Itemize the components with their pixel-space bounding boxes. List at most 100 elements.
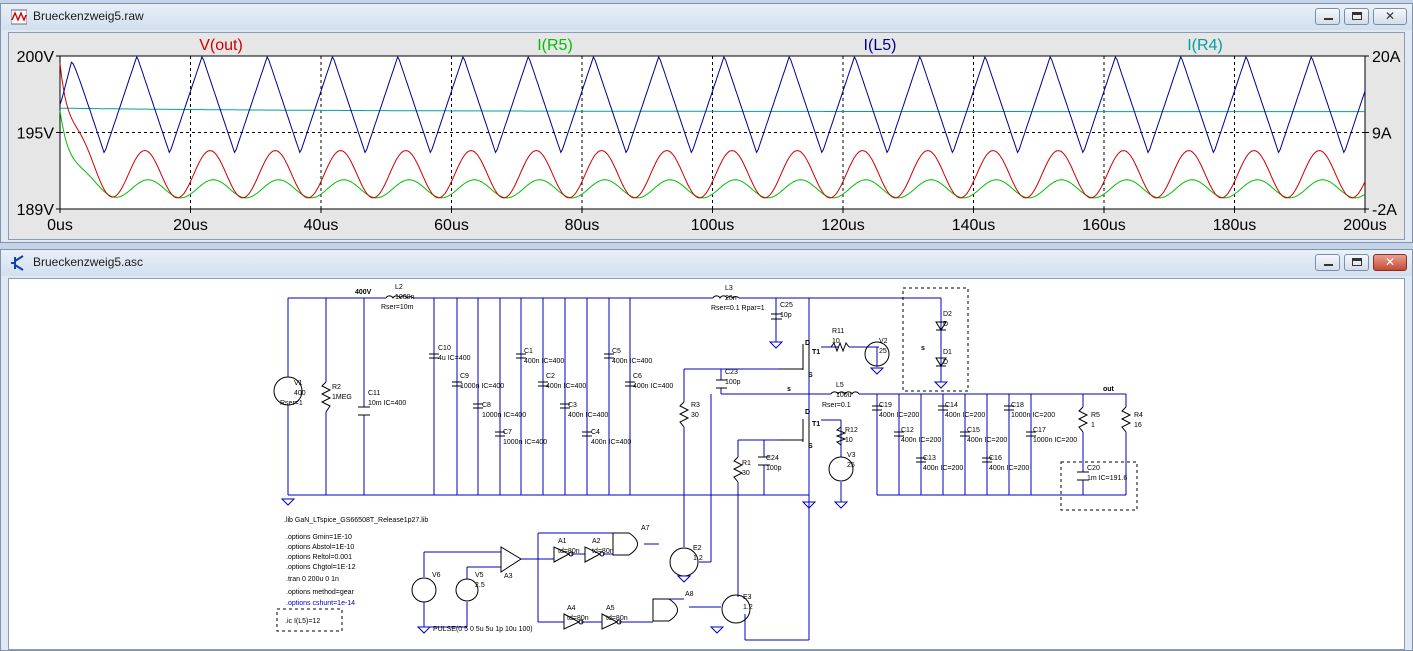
component-value-c15: 400n IC=200 <box>967 437 1007 444</box>
component-value-c7: 1000n IC=400 <box>503 439 547 446</box>
schematic-close-button[interactable]: ✕ <box>1373 254 1407 271</box>
legend[interactable]: V(out) I(R5) I(L5) I(R4) <box>199 37 1223 54</box>
component-value-r3: 30 <box>691 412 699 419</box>
component-ref-c12: C12 <box>901 427 914 434</box>
series-vout <box>59 63 1366 199</box>
ground-icon <box>833 501 849 509</box>
gate-a7[interactable] <box>612 532 638 556</box>
component-value-c19: 400n IC=200 <box>879 412 919 419</box>
diode-d2[interactable] <box>935 321 947 331</box>
buffer-a2[interactable] <box>584 546 605 563</box>
legend-entry[interactable]: I(R5) <box>537 37 573 54</box>
component-ref-r3: R3 <box>691 402 700 409</box>
inductor-l2[interactable] <box>385 295 414 300</box>
schematic-minimize-button[interactable] <box>1315 254 1340 271</box>
schematic-drawing[interactable]: 400V out s T1 T1 s D S D S V1400Rser=1R2… <box>9 279 1405 650</box>
legend-entry[interactable]: I(R4) <box>1187 37 1223 54</box>
x-tick-label: 100us <box>691 217 735 234</box>
component-ref-e3: E3 <box>743 594 752 601</box>
schematic-window[interactable]: Brueckenzweig5.asc ✕ <box>0 249 1413 651</box>
component-ref-c7: C7 <box>503 429 512 436</box>
component-ref-c18: C18 <box>1011 402 1024 409</box>
inductor-l3[interactable] <box>712 295 740 300</box>
component-ref-c19: C19 <box>879 402 892 409</box>
component-ref-d1: D1 <box>943 349 952 356</box>
resistor-r1[interactable] <box>732 456 744 483</box>
resistor-r5[interactable] <box>1077 406 1089 433</box>
component-ref-v5: V5 <box>475 572 484 579</box>
waveform-close-button[interactable]: ✕ <box>1373 8 1407 25</box>
component-value-c17: 1000n IC=200 <box>1033 437 1077 444</box>
grid <box>60 56 1365 209</box>
component-value-c25: 10p <box>780 312 792 319</box>
component-extra-l3: Rser=0.1 Rpar=1 <box>711 305 765 312</box>
source-e2[interactable] <box>669 547 699 577</box>
inductor-l5[interactable] <box>830 391 860 396</box>
buffer-a5[interactable] <box>601 613 622 630</box>
schematic-maximize-button[interactable] <box>1344 254 1369 271</box>
ground-symbols <box>280 341 949 634</box>
resistor-r3[interactable] <box>678 401 690 428</box>
source-v2[interactable] <box>864 341 890 367</box>
component-ref-c2: C2 <box>546 373 555 380</box>
y-tick-label-left: 195V <box>17 126 55 143</box>
diode-d1[interactable] <box>935 357 947 367</box>
x-tick-label: 160us <box>1082 217 1126 234</box>
spice-directives: .lib GaN_LTspice_GS66508T_Release1p27.li… <box>284 517 533 633</box>
component-value-e2: 1.2 <box>693 555 703 562</box>
pin-s-high: S <box>808 372 813 379</box>
resistor-r2[interactable] <box>320 381 332 413</box>
component-value-r12: 10 <box>845 437 853 444</box>
minimize-icon <box>1324 18 1333 20</box>
component-value-r5: 1 <box>1091 422 1095 429</box>
gate-a8[interactable] <box>652 598 678 622</box>
buffer-a1[interactable] <box>553 546 574 563</box>
net-labels: 400V out s T1 T1 s D S D S <box>355 289 1115 450</box>
schematic-titlebar[interactable]: Brueckenzweig5.asc ✕ <box>1 250 1412 276</box>
x-tick-label: 180us <box>1213 217 1257 234</box>
close-icon: ✕ <box>1384 9 1396 23</box>
legend-entry[interactable]: I(L5) <box>864 37 897 54</box>
component-value-c4: 400n IC=400 <box>591 439 631 446</box>
waveform-minimize-button[interactable] <box>1315 8 1340 25</box>
ground-icon <box>280 498 296 506</box>
component-ref-c15: C15 <box>967 427 980 434</box>
transistor-t1-low[interactable] <box>779 417 810 444</box>
waveform-maximize-button[interactable] <box>1344 8 1369 25</box>
component-value-e3: 1.2 <box>743 604 753 611</box>
component-value-r1: 30 <box>742 470 750 477</box>
ground-icon <box>933 381 949 389</box>
component-ref-a5: A5 <box>606 605 615 612</box>
series-il5 <box>59 55 1366 154</box>
pin-d-high: D <box>805 340 810 347</box>
component-value-a5: td=80n <box>606 615 628 622</box>
component-value-d1: D <box>943 359 948 366</box>
component-ref-r5: R5 <box>1091 412 1100 419</box>
source-v1[interactable] <box>273 376 303 406</box>
component-ref-c10: C10 <box>438 345 451 352</box>
pulse-spec: PULSE(0 5 0 5u 5u 1p 10u 100) <box>433 626 533 633</box>
label-t1-high: T1 <box>812 349 820 356</box>
legend-entry[interactable]: V(out) <box>199 37 243 54</box>
waveform-titlebar[interactable]: Brueckenzweig5.raw ✕ <box>1 4 1412 30</box>
directive-ic: .ic I(L5)=12 <box>285 618 320 625</box>
buffer-a3[interactable] <box>500 546 522 573</box>
resistor-r4[interactable] <box>1120 406 1132 433</box>
x-tick-label: 0us <box>47 217 73 234</box>
series-ir5 <box>59 110 1366 199</box>
transistor-t1-high[interactable] <box>779 342 810 372</box>
source-v5[interactable] <box>455 578 479 602</box>
buffer-a4[interactable] <box>563 613 584 630</box>
resistor-r12[interactable] <box>835 426 847 446</box>
source-e3[interactable] <box>721 594 751 624</box>
resistor-r11[interactable] <box>830 341 850 353</box>
wires <box>287 297 1127 641</box>
source-v6[interactable] <box>411 577 437 603</box>
component-ref-c3: C3 <box>568 402 577 409</box>
source-v3[interactable] <box>828 456 854 482</box>
